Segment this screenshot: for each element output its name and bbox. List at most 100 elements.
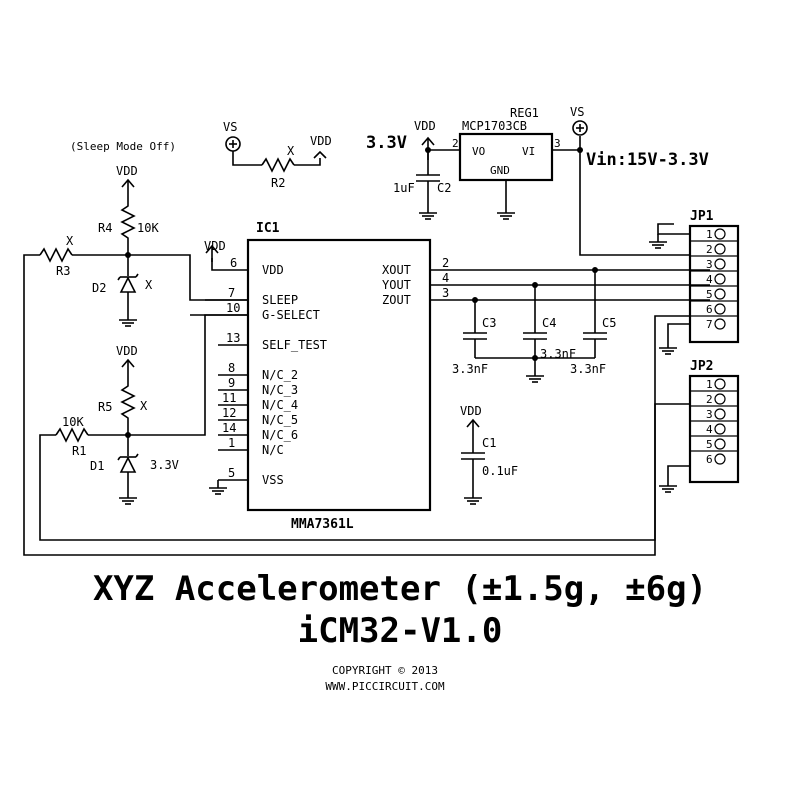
svg-text:N/C_4: N/C_4 xyxy=(262,398,298,412)
svg-text:2: 2 xyxy=(706,243,713,256)
svg-text:YOUT: YOUT xyxy=(382,278,411,292)
vdd-label: VDD xyxy=(310,134,332,148)
vdd-label: VDD xyxy=(204,239,226,253)
svg-text:5: 5 xyxy=(706,438,713,451)
resistor-r5: R5 X xyxy=(98,376,148,435)
svg-text:C2: C2 xyxy=(437,181,451,195)
svg-text:1: 1 xyxy=(706,228,713,241)
vs-label: VS xyxy=(223,120,237,134)
diagram-title: XYZ Accelerometer (±1.5g, ±6g) xyxy=(93,569,707,609)
svg-text:N/C_3: N/C_3 xyxy=(262,383,298,397)
ground-icon xyxy=(118,311,138,327)
capacitor-c2: 1uF C2 xyxy=(393,150,451,205)
capacitor-c1: C1 0.1uF xyxy=(461,436,518,490)
sleep-note: (Sleep Mode Off) xyxy=(70,140,176,153)
svg-text:D2: D2 xyxy=(92,281,106,295)
ic1-pin-9: 9 N/C_3 xyxy=(218,376,298,397)
ic1-pin-6: 6 VDD xyxy=(218,256,284,277)
svg-text:VO: VO xyxy=(472,145,485,158)
svg-text:6: 6 xyxy=(706,303,713,316)
svg-text:6: 6 xyxy=(230,256,237,270)
ground-icon xyxy=(208,479,228,495)
ground-icon xyxy=(463,489,483,505)
svg-text:SELF_TEST: SELF_TEST xyxy=(262,338,327,352)
svg-text:3.3nF: 3.3nF xyxy=(570,362,606,376)
jp1-ref: JP1 xyxy=(690,209,714,224)
zener-diode-d2: D2 X xyxy=(92,255,153,312)
svg-text:R5: R5 xyxy=(98,400,112,414)
svg-text:N/C_2: N/C_2 xyxy=(262,368,298,382)
vin-label: Vin:15V-3.3V xyxy=(586,150,709,170)
jp1: JP1 1 2 3 4 5 6 7 xyxy=(688,209,740,344)
ic1-pin-8: 8 N/C_2 xyxy=(218,361,298,382)
vdd-label: VDD xyxy=(460,404,482,418)
ic1-pin-10: 10 G-SELECT xyxy=(190,301,320,322)
diagram-subtitle: iCM32-V1.0 xyxy=(298,611,503,651)
capacitor-c4: C4 3.3nF xyxy=(523,285,576,368)
svg-text:2: 2 xyxy=(452,137,459,150)
svg-text:C4: C4 xyxy=(542,316,556,330)
svg-text:N/C_6: N/C_6 xyxy=(262,428,298,442)
ic1-pin-12: 12 N/C_5 xyxy=(218,406,298,427)
svg-text:N/C: N/C xyxy=(262,443,284,457)
ic1-pin-13: 13 SELF_TEST xyxy=(218,331,327,352)
website-text: WWW.PICCIRCUIT.COM xyxy=(325,680,445,693)
svg-text:G-SELECT: G-SELECT xyxy=(262,308,320,322)
svg-text:5: 5 xyxy=(706,288,713,301)
resistor-r3: R3 X xyxy=(39,234,74,278)
ground-icon xyxy=(496,204,516,220)
ic1-pin-14: 14 N/C_6 xyxy=(218,421,298,442)
ic1-pin-1: 1 N/C xyxy=(218,436,284,457)
svg-text:12: 12 xyxy=(222,406,236,420)
svg-text:GND: GND xyxy=(490,164,510,177)
capacitor-c3: C3 3.3nF xyxy=(452,300,496,376)
ic1-pin-5: 5 VSS xyxy=(218,466,284,487)
jp1-pins: 1 2 3 4 5 6 7 xyxy=(706,228,726,331)
ic1-pin-2: XOUT 2 xyxy=(382,256,449,277)
ground-icon xyxy=(658,477,678,493)
resistor-r2: R2 X xyxy=(261,144,295,190)
svg-text:C3: C3 xyxy=(482,316,496,330)
svg-text:8: 8 xyxy=(228,361,235,375)
zener-diode-d1: D1 3.3V xyxy=(90,435,179,490)
svg-text:10K: 10K xyxy=(62,415,84,429)
svg-text:4: 4 xyxy=(442,271,449,285)
svg-text:ZOUT: ZOUT xyxy=(382,293,411,307)
v33-label: 3.3V xyxy=(366,133,407,153)
vdd-label: VDD xyxy=(116,164,138,178)
ic1-pin-3: ZOUT 3 xyxy=(382,286,449,307)
vs-terminal-icon xyxy=(572,120,588,136)
svg-text:4: 4 xyxy=(706,273,713,286)
resistor-r4: R4 10K xyxy=(98,196,159,255)
svg-text:7: 7 xyxy=(228,286,235,300)
svg-text:VSS: VSS xyxy=(262,473,284,487)
svg-text:3.3nF: 3.3nF xyxy=(540,347,576,361)
svg-text:3.3V: 3.3V xyxy=(150,458,179,472)
ground-icon xyxy=(658,339,678,355)
svg-text:10K: 10K xyxy=(137,221,159,235)
svg-text:1uF: 1uF xyxy=(393,181,415,195)
svg-text:R1: R1 xyxy=(72,444,86,458)
svg-text:D1: D1 xyxy=(90,459,104,473)
svg-text:X: X xyxy=(66,234,74,248)
ic1-pin-7: 7 SLEEP xyxy=(205,286,298,307)
svg-text:0.1uF: 0.1uF xyxy=(482,464,518,478)
svg-text:10: 10 xyxy=(226,301,240,315)
svg-text:3: 3 xyxy=(706,258,713,271)
ground-icon xyxy=(118,489,138,505)
vs-label: VS xyxy=(570,105,584,119)
ic1-ref: IC1 xyxy=(256,221,280,236)
svg-text:3.3nF: 3.3nF xyxy=(452,362,488,376)
ic1: IC1 MMA7361L 6 VDD 7 SLEEP 10 G-SELECT 1… xyxy=(190,221,449,532)
svg-text:11: 11 xyxy=(222,391,236,405)
resistor-r1: R1 10K xyxy=(55,415,89,458)
svg-text:R3: R3 xyxy=(56,264,70,278)
svg-text:SLEEP: SLEEP xyxy=(262,293,298,307)
svg-text:X: X xyxy=(287,144,295,158)
svg-text:3: 3 xyxy=(706,408,713,421)
ic1-vdd-supply: VDD xyxy=(204,239,226,271)
ic1-pin-4: YOUT 4 xyxy=(382,271,449,292)
svg-text:4: 4 xyxy=(706,423,713,436)
vdd-label: VDD xyxy=(414,119,436,133)
svg-text:C5: C5 xyxy=(602,316,616,330)
